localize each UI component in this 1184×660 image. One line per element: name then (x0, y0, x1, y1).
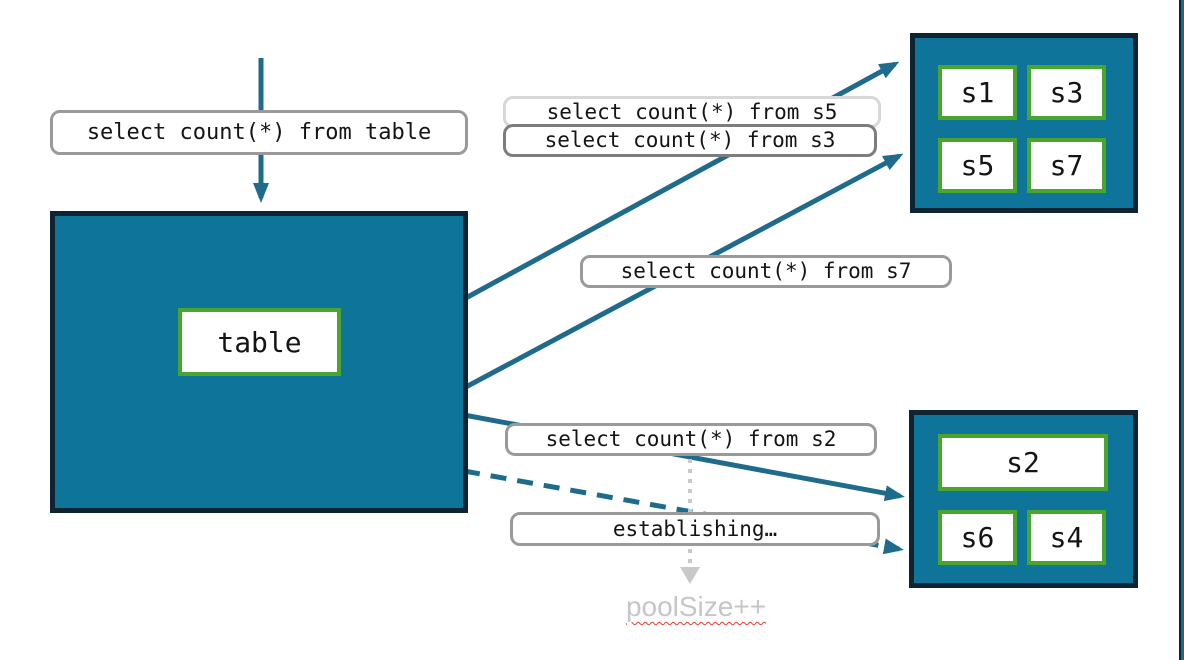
table-node-label: table (178, 308, 341, 376)
shard-s3: s3 (1027, 65, 1106, 120)
pool-size-label: poolSize++ (625, 591, 767, 622)
right-edge-strip (1179, 0, 1184, 660)
shard-s7: s7 (1027, 138, 1106, 193)
query-label-from-s2: select count(*) from s2 (505, 423, 877, 456)
dotted-arrowhead (680, 567, 700, 584)
establishing-label: establishing… (510, 512, 880, 546)
query-label-from-s7: select count(*) from s7 (580, 255, 952, 288)
shard-s4: s4 (1027, 510, 1106, 565)
shard-s2: s2 (938, 434, 1108, 491)
shard-s5: s5 (938, 138, 1017, 193)
shard-s1: s1 (938, 65, 1017, 120)
query-label-from-table: select count(*) from table (50, 110, 468, 155)
shard-s6: s6 (938, 510, 1017, 565)
query-label-from-s3: select count(*) from s3 (503, 124, 877, 157)
arrow-table-to-bottom-group-dashed (463, 468, 904, 555)
